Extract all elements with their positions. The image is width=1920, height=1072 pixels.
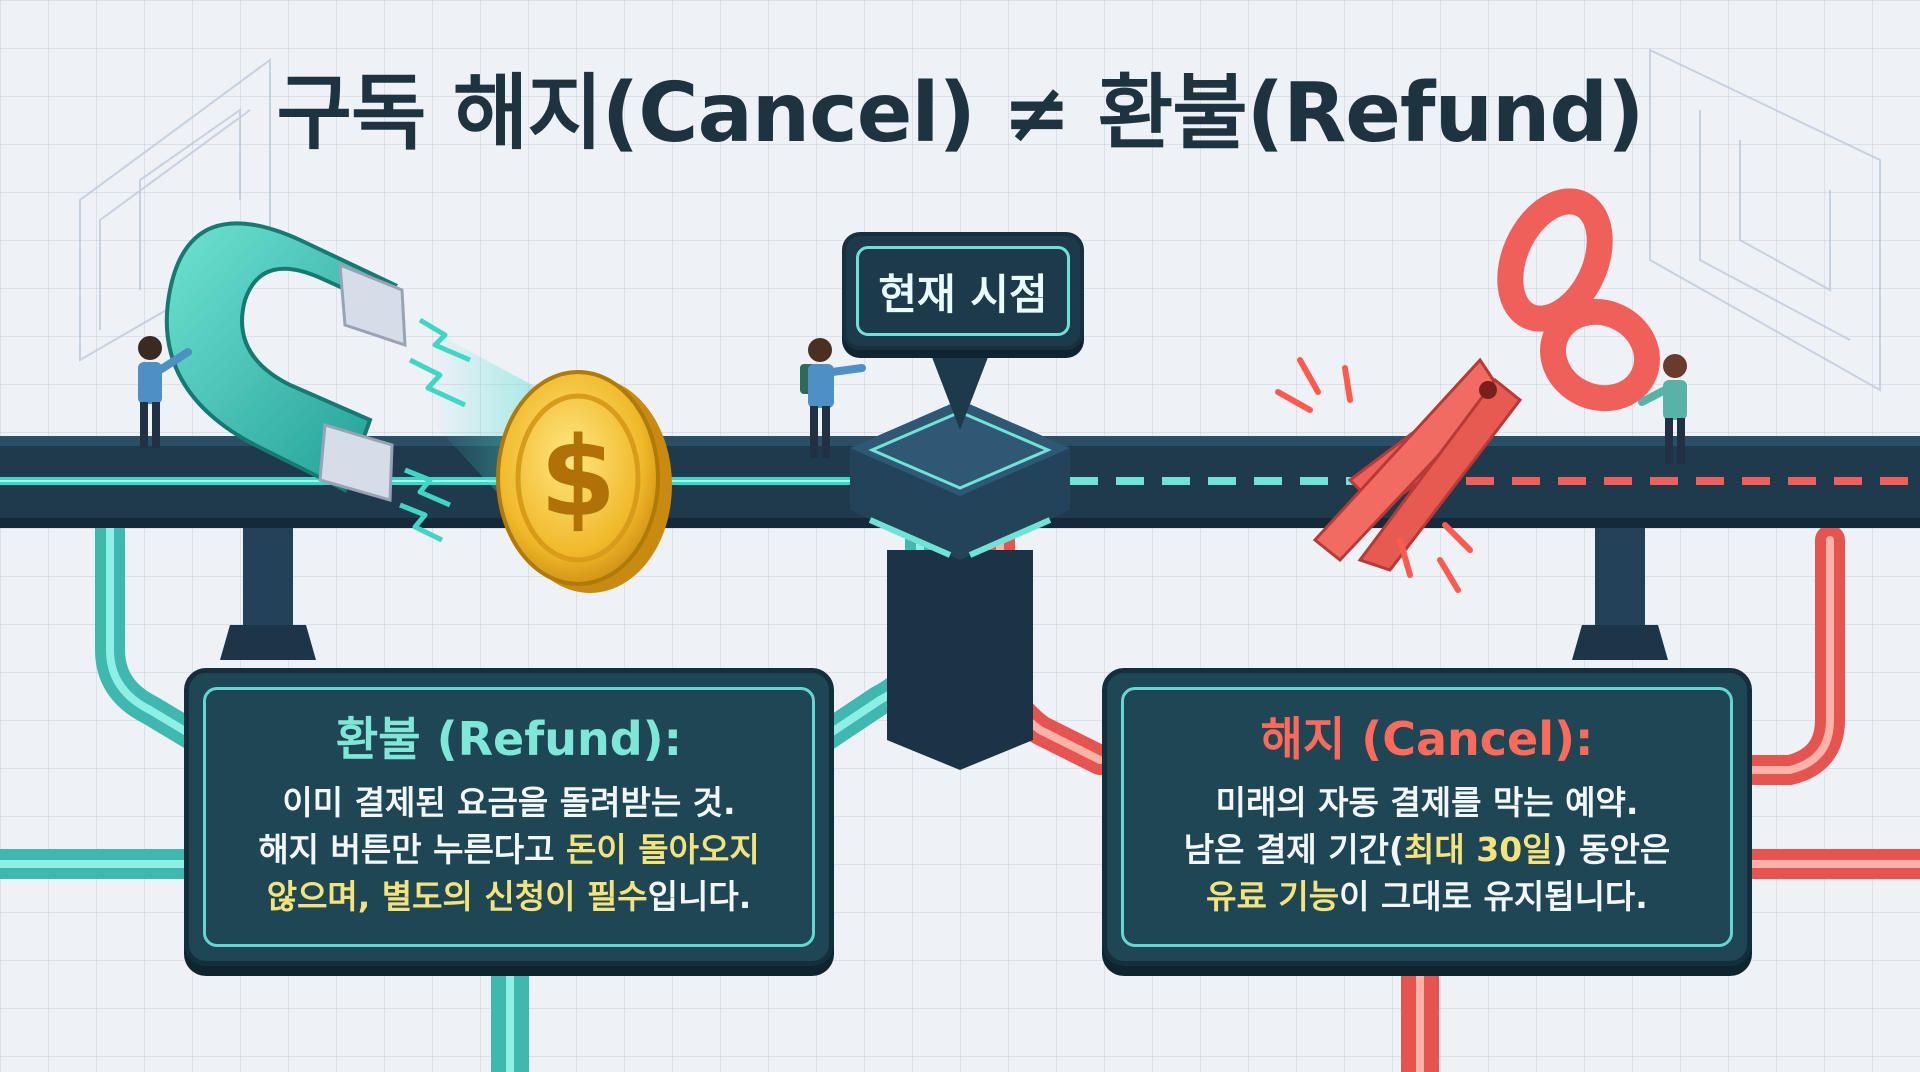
present-hub bbox=[850, 400, 1070, 770]
refund-heading: 환불 (Refund): bbox=[335, 712, 683, 766]
refund-panel-content: 환불 (Refund): 이미 결제된 요금을 돌려받는 것. 해지 버튼만 누… bbox=[203, 687, 815, 947]
refund-line-2-text: 해지 버튼만 누른다고 bbox=[258, 830, 567, 870]
cancel-line-3: 유료 기능이 그대로 유지됩니다. bbox=[1124, 873, 1730, 920]
refund-line-3-text: 입니다. bbox=[647, 877, 752, 917]
magnet-icon bbox=[164, 221, 407, 502]
cancel-line-3-text: 이 그대로 유지됩니다. bbox=[1339, 877, 1648, 917]
cancel-panel: 해지 (Cancel): 미래의 자동 결제를 막는 예약. 남은 결제 기간(… bbox=[1102, 668, 1752, 966]
cancel-line-3-highlight: 유료 기능 bbox=[1206, 877, 1340, 917]
person-icon bbox=[138, 336, 192, 448]
page-title: 구독 해지(Cancel) ≠ 환불(Refund) bbox=[276, 66, 1645, 161]
background-building-right bbox=[1649, 48, 1881, 392]
scissors-icon bbox=[1312, 188, 1660, 572]
cut-spark-icons bbox=[1275, 357, 1473, 593]
person-icon bbox=[800, 338, 866, 458]
person-icon bbox=[1638, 354, 1687, 464]
refund-panel: 환불 (Refund): 이미 결제된 요금을 돌려받는 것. 해지 버튼만 누… bbox=[184, 668, 834, 966]
refund-line-3: 않으며, 별도의 신청이 필수입니다. bbox=[206, 873, 812, 920]
coin-symbol: $ bbox=[540, 413, 617, 541]
present-point-label: 현재 시점 bbox=[856, 246, 1070, 336]
cancel-line-1: 미래의 자동 결제를 막는 예약. bbox=[1124, 779, 1730, 826]
cancel-line-2-text-b: ) 동안은 bbox=[1552, 830, 1671, 870]
cancel-line-2-text-a: 남은 결제 기간( bbox=[1183, 830, 1405, 870]
refund-line-2-highlight: 돈이 돌아오지 bbox=[566, 830, 760, 870]
refund-line-3-highlight: 않으며, 별도의 신청이 필수 bbox=[266, 877, 648, 917]
refund-line-1-text: 이미 결제된 요금을 돌려받는 것. bbox=[282, 783, 736, 823]
cancel-line-2-highlight: 최대 30일 bbox=[1404, 830, 1553, 870]
refund-line-1: 이미 결제된 요금을 돌려받는 것. bbox=[206, 779, 812, 826]
present-point-marker: 현재 시점 bbox=[842, 232, 1084, 350]
marker-pointer bbox=[930, 352, 990, 430]
cancel-line-1-text: 미래의 자동 결제를 막는 예약. bbox=[1215, 783, 1639, 823]
cancel-line-2: 남은 결제 기간(최대 30일) 동안은 bbox=[1124, 826, 1730, 873]
cancel-panel-content: 해지 (Cancel): 미래의 자동 결제를 막는 예약. 남은 결제 기간(… bbox=[1121, 687, 1733, 947]
coin-icon: $ bbox=[430, 330, 672, 593]
road-pillars bbox=[220, 525, 1668, 660]
refund-line-2: 해지 버튼만 누른다고 돈이 돌아오지 bbox=[206, 826, 812, 873]
cancel-heading: 해지 (Cancel): bbox=[1260, 712, 1594, 766]
